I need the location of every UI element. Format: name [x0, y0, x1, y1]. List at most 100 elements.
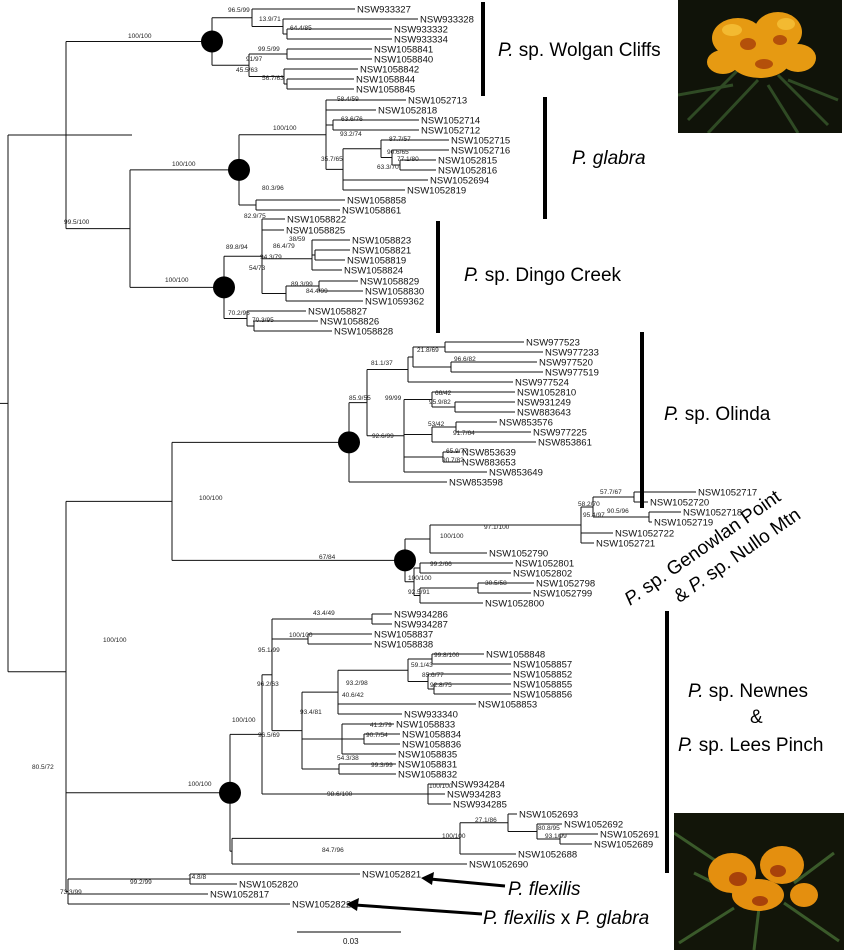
leaf-label: NSW1052692	[564, 820, 623, 831]
support-value: 100/100	[232, 717, 256, 724]
support-value: 96.6/82	[454, 356, 476, 363]
leaf-label: NSW933332	[394, 25, 448, 36]
leaf-label: NSW1052799	[533, 589, 592, 600]
leaf-label: NSW1058861	[342, 206, 401, 217]
leaf-label: NSW1058858	[347, 196, 406, 207]
leaf-label: NSW1058825	[286, 226, 345, 237]
leaf-label: NSW1052691	[600, 830, 659, 841]
support-value: 100/100	[429, 783, 453, 790]
support-value: 99.2/99	[130, 879, 152, 886]
strong-support-nodes	[201, 30, 416, 804]
leaf-label: NSW853598	[449, 478, 503, 489]
leaf-label: NSW1052817	[210, 890, 269, 901]
support-value: 93.4/81	[300, 709, 322, 716]
support-value: 91/97	[246, 56, 263, 63]
support-value: 93.1/99	[545, 833, 567, 840]
orange-pea-flower-icon	[678, 0, 842, 133]
orange-pea-flower-icon	[674, 813, 844, 950]
leaf-label: NSW1058834	[402, 730, 461, 741]
leaf-label: NSW1052816	[438, 166, 497, 177]
leaf-label: NSW1059362	[365, 297, 424, 308]
leaf-label: NSW933334	[394, 35, 448, 46]
leaf-label: NSW1052690	[469, 860, 528, 871]
leaf-label: NSW1058829	[360, 277, 419, 288]
scale-bar: 0.03	[297, 931, 401, 946]
support-value: 73.3/99	[60, 889, 82, 896]
support-value: 84.7/96	[322, 847, 344, 854]
clade-label-wolgan: P. sp. Wolgan Cliffs	[498, 40, 661, 61]
clade-label-ampersand: &	[750, 707, 763, 728]
clade-label-glabra: P. glabra	[572, 148, 646, 169]
support-value: 64.4/85	[290, 25, 312, 32]
leaf-label: NSW934286	[394, 610, 448, 621]
leaf-label: NSW1052802	[513, 569, 572, 580]
leaf-label: NSW1058819	[347, 256, 406, 267]
leaf-label: NSW853576	[499, 418, 553, 429]
support-node-marker	[338, 431, 360, 454]
support-value: 99.2/66	[430, 561, 452, 568]
scale-bar-label: 0.03	[343, 937, 359, 946]
leaf-labels: NSW933327NSW933328NSW933332NSW933334NSW1…	[210, 5, 757, 911]
support-value: 14.8/8	[188, 874, 206, 881]
support-value: 100/100	[188, 781, 212, 788]
leaf-label: NSW1058845	[356, 85, 415, 96]
leaf-label: NSW1052694	[430, 176, 489, 187]
leaf-label: NSW1058833	[396, 720, 455, 731]
support-value: 80.3/96	[262, 185, 284, 192]
support-value: 99.3/99	[371, 762, 393, 769]
support-value: 100/100	[289, 632, 313, 639]
leaf-label: NSW1058836	[402, 740, 461, 751]
support-value: 45.5/63	[236, 67, 258, 74]
support-value: 92.6/99	[372, 433, 394, 440]
support-value: 100/100	[442, 833, 466, 840]
support-value: 58.2/70	[578, 501, 600, 508]
support-value: 63.3/70	[377, 164, 399, 171]
leaf-label: NSW933328	[420, 15, 474, 26]
leaf-label: NSW883643	[517, 408, 571, 419]
leaf-label: NSW853649	[489, 468, 543, 479]
hybrid-arrow	[346, 898, 483, 916]
leaf-label: NSW1052820	[239, 880, 298, 891]
leaf-label: NSW1052712	[421, 126, 480, 137]
tree-branches	[0, 8, 696, 905]
support-value: 40.6/42	[342, 692, 364, 699]
leaf-label: NSW1052715	[451, 136, 510, 147]
flexilis-arrow	[421, 872, 506, 888]
support-value: 89.8/94	[226, 244, 248, 251]
leaf-label: NSW934284	[451, 780, 505, 791]
leaf-label: NSW1052822	[292, 900, 351, 911]
support-value: 92.5/91	[408, 589, 430, 596]
leaf-label: NSW1058831	[398, 760, 457, 771]
leaf-label: NSW1052815	[438, 156, 497, 167]
support-value: 54.3/38	[337, 755, 359, 762]
support-value: 93.2/74	[340, 131, 362, 138]
support-value: 86.4/79	[273, 243, 295, 250]
annotation-hybrid: P. flexilis x P. glabra	[483, 908, 649, 929]
leaf-label: NSW1058842	[360, 65, 419, 76]
support-value: 100/100	[273, 125, 297, 132]
support-value: 85.9/55	[349, 395, 371, 402]
leaf-label: NSW1052713	[408, 96, 467, 107]
support-value: 21.8/69	[417, 347, 439, 354]
support-value: 89.3/99	[291, 281, 313, 288]
leaf-label: NSW1052821	[362, 870, 421, 881]
leaf-label: NSW1052693	[519, 810, 578, 821]
clade-label-newnes: P. sp. Newnes	[688, 681, 808, 702]
support-value: 100/100	[199, 495, 223, 502]
support-node-marker	[213, 276, 235, 299]
top-right-flower-photo	[678, 0, 842, 133]
support-value: 41.2/79	[370, 722, 392, 729]
support-value: 80.8/95	[538, 825, 560, 832]
support-value: 67/84	[319, 554, 336, 561]
leaf-label: NSW853639	[462, 448, 516, 459]
support-value: 96.2/63	[257, 681, 279, 688]
leaf-label: NSW883653	[462, 458, 516, 469]
leaf-label: NSW1052720	[650, 498, 709, 509]
bottom-right-flower-photo	[674, 813, 844, 950]
leaf-label: NSW1052688	[518, 850, 577, 861]
support-value: 70.2/96	[228, 310, 250, 317]
leaf-label: NSW1052798	[536, 579, 595, 590]
leaf-label: NSW977225	[533, 428, 587, 439]
leaf-label: NSW1052721	[596, 539, 655, 550]
